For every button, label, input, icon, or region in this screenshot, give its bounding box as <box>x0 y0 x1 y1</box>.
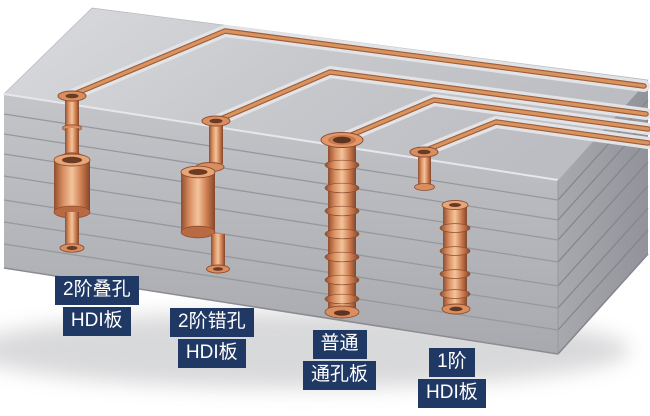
label-line: HDI板 <box>62 306 131 336</box>
via-1stage <box>414 156 471 315</box>
label-staggered-hdi: 2阶错孔 HDI板 <box>170 308 254 368</box>
label-line: HDI板 <box>418 378 486 408</box>
label-line: 通孔板 <box>303 360 377 390</box>
label-line: 2阶叠孔 <box>55 276 139 305</box>
via-through-hole <box>324 143 360 319</box>
board-bottom-side-edge <box>557 253 649 355</box>
label-line: HDI板 <box>177 338 246 368</box>
label-line: 1阶 <box>429 348 475 377</box>
via-staggered-2stage <box>180 124 230 274</box>
label-through-hole-board: 普通 通孔板 <box>303 330 377 390</box>
via-top-pads <box>57 90 439 158</box>
via-stacked-2stage <box>53 100 91 253</box>
label-stacked-hdi: 2阶叠孔 HDI板 <box>55 276 139 336</box>
label-1stage-hdi: 1阶 HDI板 <box>418 348 486 408</box>
label-line: 普通 <box>312 330 367 359</box>
copper-traces <box>66 25 650 157</box>
board-front-top-edge <box>3 93 559 181</box>
board-right-face <box>558 80 648 354</box>
label-line: 2阶错孔 <box>170 308 254 337</box>
